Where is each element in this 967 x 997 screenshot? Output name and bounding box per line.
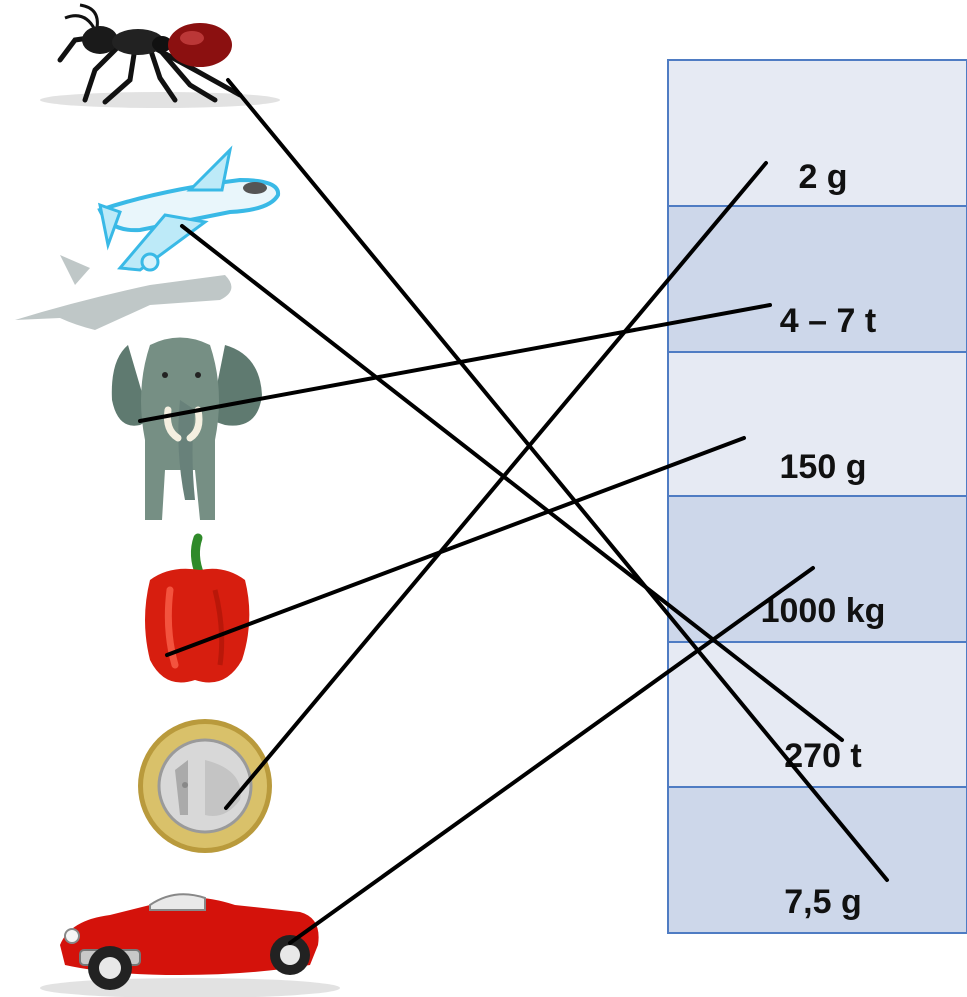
airplane-icon: [15, 145, 281, 330]
weight-cell: [667, 351, 967, 497]
weight-cell: [667, 495, 967, 643]
weight-label-4-7t: 4 – 7 t: [780, 302, 876, 340]
weight-label-7-5g: 7,5 g: [784, 883, 861, 921]
connector-line-coin: [224, 161, 768, 810]
connector-line-pepper: [165, 436, 746, 657]
weight-cell: [667, 786, 967, 934]
connector-line-car: [288, 566, 815, 945]
connector-line-ant: [226, 78, 889, 882]
weight-table: 2 g 4 – 7 t 150 g 1000 kg 270 t 7,5 g: [667, 59, 967, 934]
weight-label-150g: 150 g: [780, 448, 867, 486]
weight-cell: [667, 641, 967, 788]
connector-lines: [138, 78, 889, 945]
weight-cell: [667, 59, 967, 207]
ant-icon: [40, 3, 280, 108]
weight-label-2g: 2 g: [798, 158, 847, 196]
connector-line-elephant: [138, 303, 772, 423]
elephant-icon: [111, 337, 262, 520]
car-icon: [40, 893, 340, 997]
euro-coin-icon: [138, 719, 272, 853]
connector-line-airplane: [180, 224, 844, 742]
pepper-icon: [145, 533, 250, 683]
weight-cell: [667, 205, 967, 353]
weight-label-1000kg: 1000 kg: [761, 592, 886, 630]
